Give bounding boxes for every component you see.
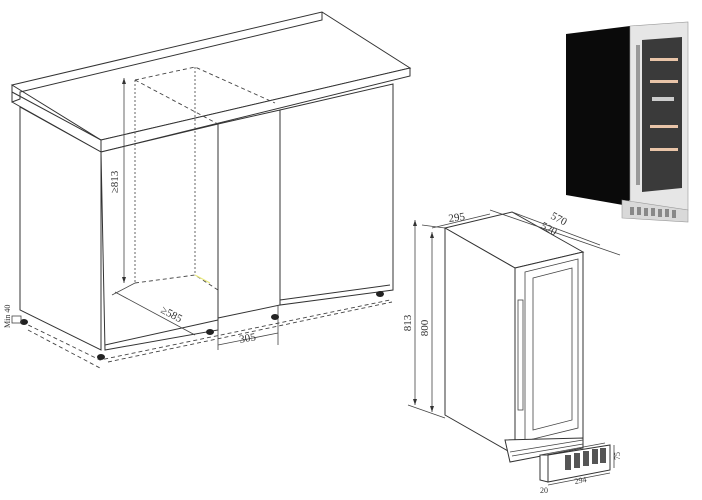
cabinet-foot bbox=[20, 319, 28, 325]
cabinet-foot bbox=[376, 291, 384, 297]
glass-door bbox=[642, 37, 682, 192]
left-cabinet-side bbox=[19, 106, 102, 351]
niche-height-label: ≥813 bbox=[109, 170, 121, 193]
appliance-width-label: 295 bbox=[448, 211, 467, 225]
product-photo bbox=[566, 21, 689, 223]
appliance-height-body-label: 800 bbox=[419, 319, 431, 336]
kitchen-cabinet-drawing: ≥813 ≥585 305 Min 40 bbox=[3, 11, 412, 369]
door-handle bbox=[517, 299, 524, 411]
cabinet-foot bbox=[97, 354, 105, 360]
door-handle bbox=[636, 45, 640, 185]
min-gap-label: Min 40 bbox=[3, 305, 12, 328]
display-panel bbox=[652, 97, 674, 101]
appliance-body bbox=[566, 26, 630, 205]
appliance-height-total-label: 813 bbox=[402, 314, 414, 331]
countertop-front-edge bbox=[100, 67, 411, 153]
kick-plate-height-label: 75 bbox=[613, 452, 622, 460]
right-cabinet-front bbox=[279, 83, 394, 306]
cabinet-foot bbox=[206, 329, 214, 335]
kick-plate-width-label: 294 bbox=[574, 475, 587, 486]
right-cabinet-inner-side bbox=[217, 109, 281, 319]
cabinet-foot bbox=[271, 314, 279, 320]
wooden-shelves bbox=[650, 58, 678, 151]
niche-width-label: 305 bbox=[238, 331, 257, 346]
kick-plate-drawing: 75 294 20 bbox=[539, 442, 622, 495]
appliance-side bbox=[444, 227, 516, 456]
appliance-line-drawing: 295 570 520 813 800 bbox=[402, 209, 621, 463]
kick-plate-depth-label: 20 bbox=[540, 486, 548, 495]
